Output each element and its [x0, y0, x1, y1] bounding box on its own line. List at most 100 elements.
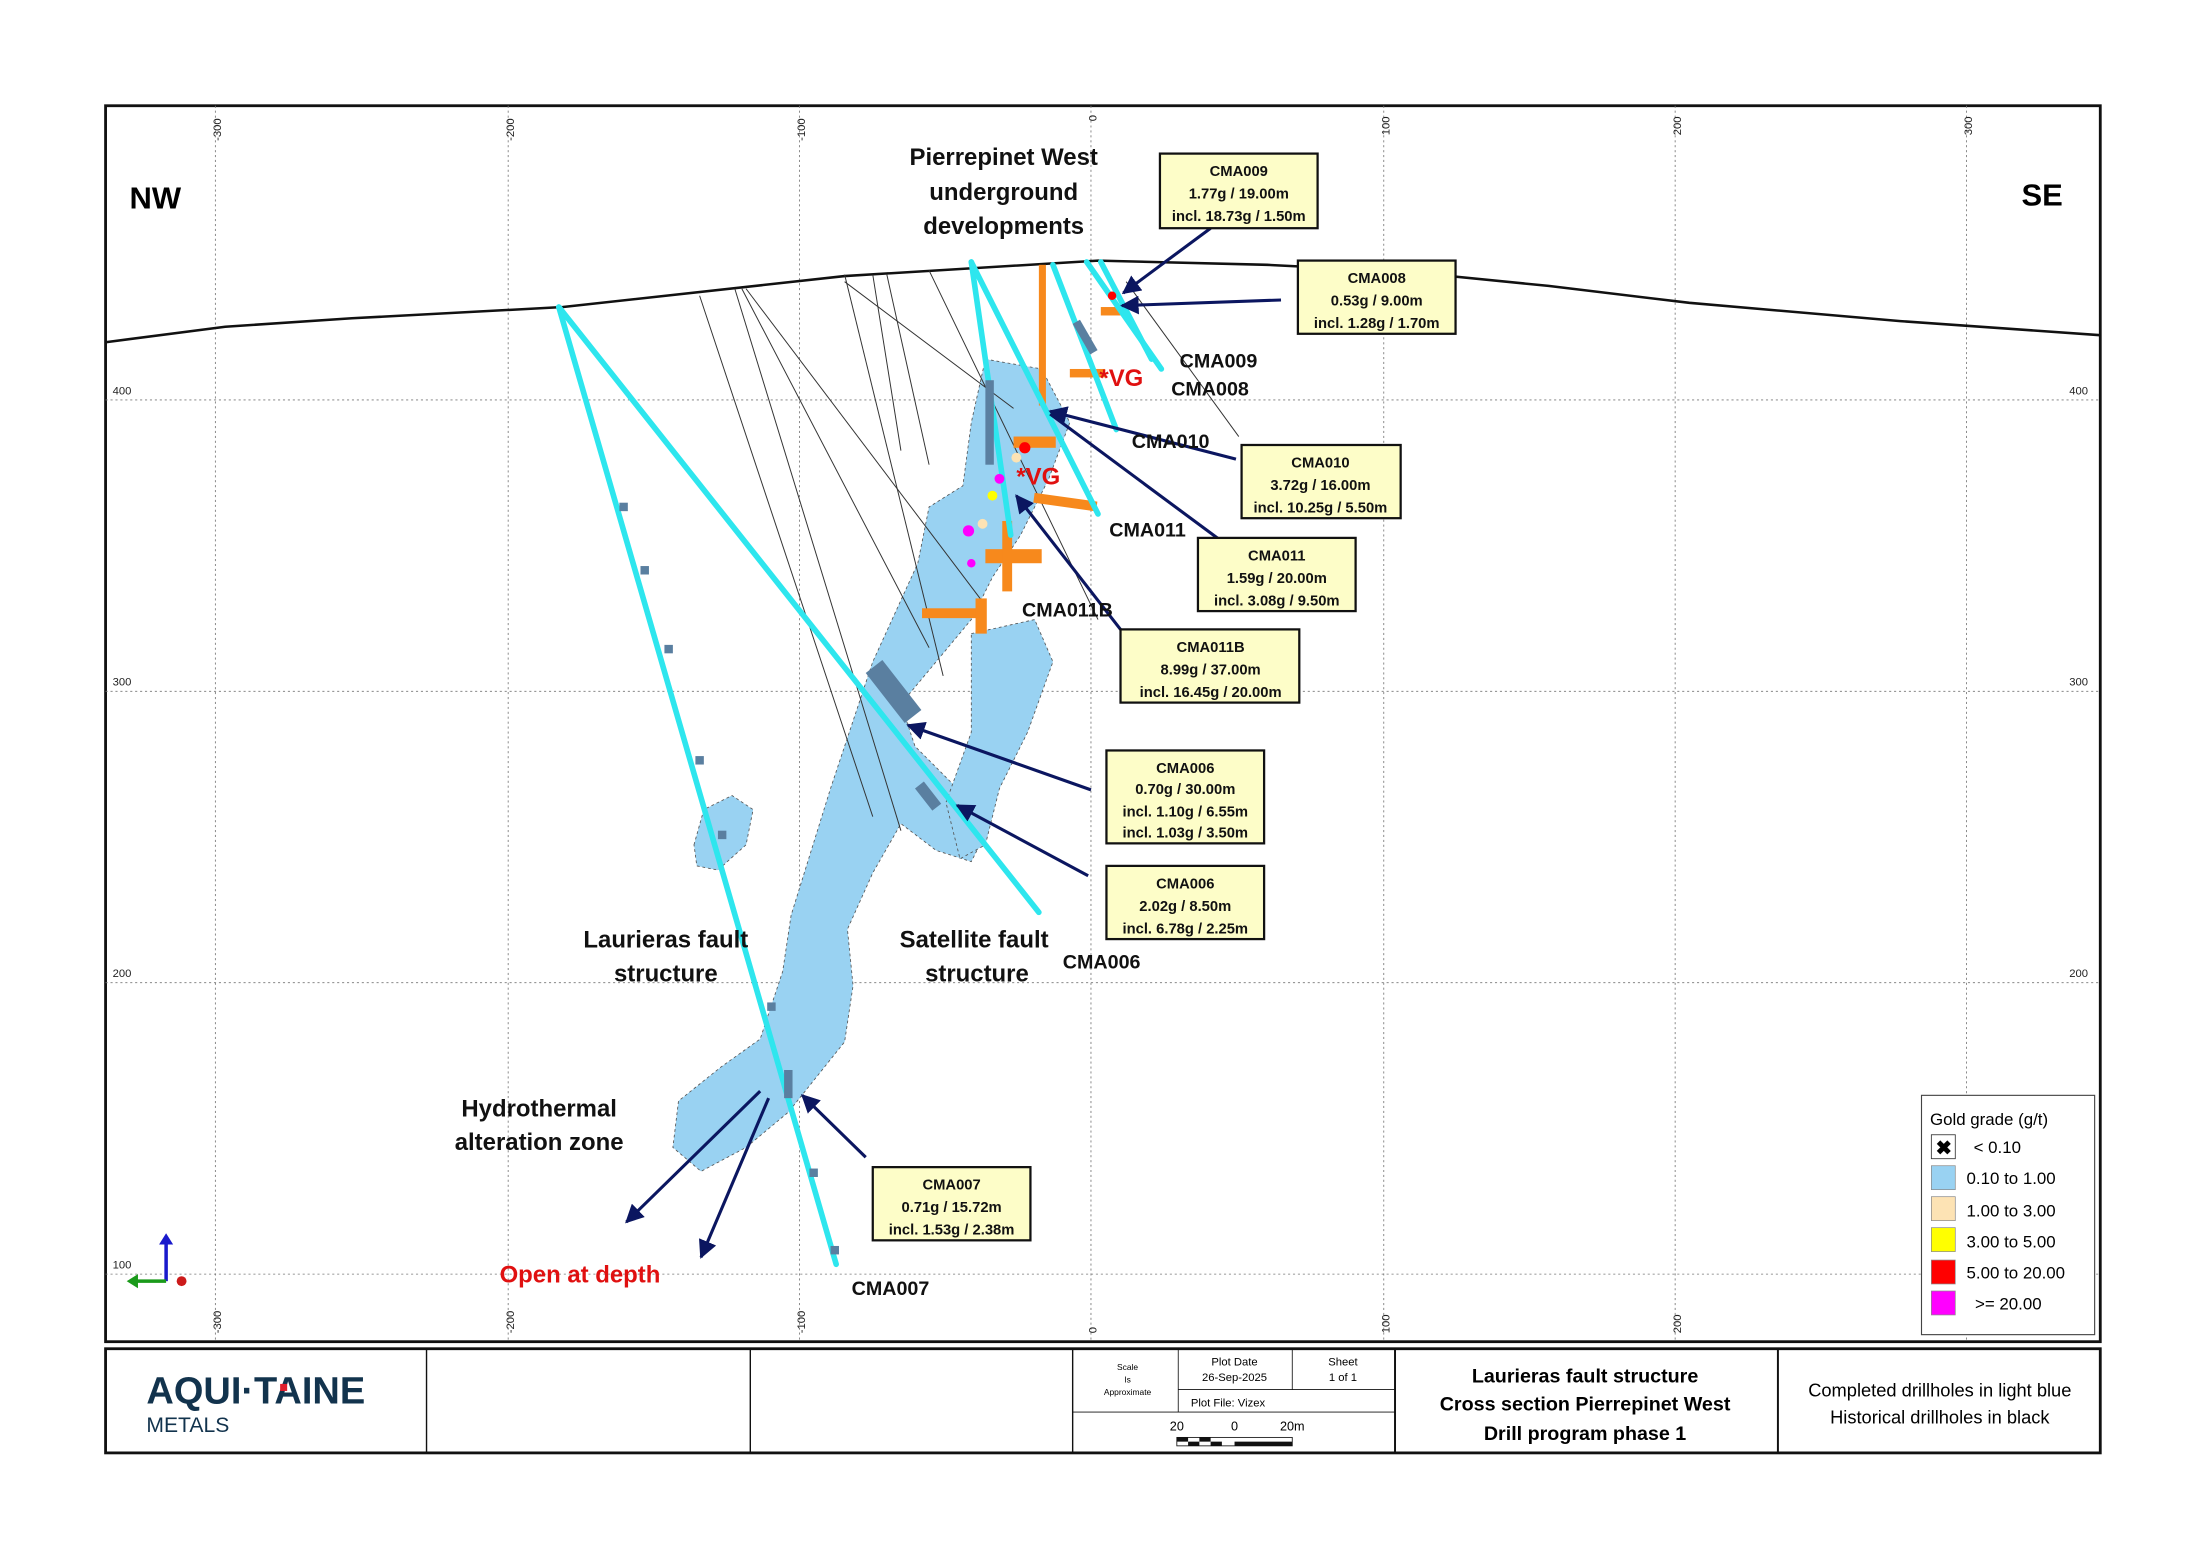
label-text: CMA006 [1156, 876, 1214, 892]
completed-drillholes [556, 259, 1165, 1268]
x-tick: -300 [212, 118, 224, 141]
hole-label-cma006: CMA006 [1063, 952, 1141, 974]
label-text: 1.59g / 20.00m [1227, 571, 1327, 587]
legend: Gold grade (g/t) ✖ < 0.10 0.10 to 1.00 1… [1920, 1094, 2096, 1336]
label-text: 1.00 to 3.00 [1967, 1201, 2056, 1220]
section-title: Cross section Pierrepinet West [1440, 1394, 1731, 1416]
label-text: 0.53g / 9.00m [1331, 294, 1423, 310]
label-text: 0.71g / 15.72m [902, 1200, 1002, 1216]
label-text: 8.99g / 37.00m [1161, 662, 1261, 678]
open-at-depth-label: Open at depth [500, 1262, 661, 1289]
label-text: incl. 18.73g / 1.50m [1172, 209, 1306, 225]
callout-cma006-b: CMA006 2.02g / 8.50m incl. 6.78g / 2.25m [1105, 864, 1266, 941]
label-text: incl. 6.78g / 2.25m [1122, 921, 1248, 937]
label-text: 0.10 to 1.00 [1967, 1169, 2056, 1188]
hole-cma011b [968, 259, 1101, 517]
nw-label: NW [130, 180, 182, 215]
label-text: CMA011 [1248, 548, 1305, 564]
callout-cma008: CMA008 0.53g / 9.00m incl. 1.28g / 1.70m [1296, 259, 1457, 335]
y-tick: 100 [113, 1259, 132, 1271]
x-tick: 0 [1088, 1327, 1100, 1333]
callout-cma006-a: CMA006 0.70g / 30.00m incl. 1.10g / 6.55… [1105, 749, 1266, 845]
label-text: Is [1124, 1375, 1131, 1385]
map-frame [104, 104, 2102, 1344]
callout-cma011b: CMA011B 8.99g / 37.00m incl. 16.45g / 20… [1119, 628, 1301, 704]
x-tick: 200 [1672, 1314, 1684, 1333]
label-text: Scale [1117, 1362, 1138, 1372]
hole-label-cma009: CMA009 [1180, 351, 1258, 373]
legend-item: >= 20.00 [1931, 1290, 2042, 1316]
logo-dot [280, 1383, 288, 1391]
label-text: Sheet [1328, 1357, 1358, 1369]
label-text: 20 [1170, 1419, 1184, 1433]
x-tick: -300 [212, 1311, 224, 1334]
label-text: < 0.10 [1974, 1138, 2021, 1157]
legend-item: 3.00 to 5.00 [1931, 1227, 2056, 1252]
hole-cma010 [1050, 261, 1120, 433]
se-label: SE [2021, 178, 2062, 213]
label-text: CMA008 [1348, 271, 1406, 287]
x-tick: -100 [796, 1311, 808, 1334]
y-tick: 300 [2069, 677, 2088, 689]
x-tick: 100 [1380, 1314, 1392, 1333]
satellite-label: structure [925, 960, 1029, 987]
legend-item: 0.10 to 1.00 [1931, 1165, 2056, 1191]
label-text: incl. 3.08g / 9.50m [1214, 593, 1340, 609]
label-text: METALS [146, 1414, 229, 1437]
hole-label-cma007: CMA007 [852, 1278, 930, 1300]
callout-cma009: CMA009 1.77g / 19.00m incl. 18.73g / 1.5… [1158, 152, 1319, 230]
topography-line [105, 259, 2101, 344]
label-text: 1 of 1 [1329, 1372, 1357, 1384]
laurieras-label: structure [614, 960, 718, 987]
label-text: CMA006 [1156, 761, 1214, 777]
hydrothermal-label: alteration zone [455, 1129, 624, 1156]
legend-item: ✖ < 0.10 [1930, 1134, 2021, 1159]
label-text: 5.00 to 20.00 [1967, 1263, 2066, 1282]
laurieras-label: Laurieras fault [583, 927, 748, 954]
section-title: Drill program phase 1 [1484, 1423, 1686, 1445]
company-logo: AQUI·TAINE METALS [146, 1371, 365, 1437]
title-block: AQUI·TAINE METALS Scale Is Approximate P… [104, 1347, 2102, 1455]
hole-label-cma011: CMA011 [1109, 519, 1186, 541]
callout-cma011: CMA011 1.59g / 20.00m incl. 3.08g / 9.50… [1196, 536, 1357, 613]
label-text: 3.00 to 5.00 [1967, 1232, 2056, 1251]
label-text: incl. 1.03g / 3.50m [1122, 826, 1248, 842]
x-axis-top: -300 -200 -100 0 100 200 300 [212, 115, 1975, 141]
label-text: 0 [1231, 1419, 1238, 1433]
label-text: AQUI·TAINE [146, 1371, 365, 1413]
label-text: 3.72g / 16.00m [1270, 478, 1370, 494]
notes: Historical drillholes in black [1830, 1406, 2050, 1427]
y-tick: 200 [113, 968, 132, 980]
label-text: 0.70g / 30.00m [1135, 782, 1235, 798]
y-tick: 200 [2069, 968, 2088, 980]
underground-label: underground [929, 179, 1078, 206]
legend-item: 5.00 to 20.00 [1931, 1259, 2066, 1285]
x-tick: 200 [1672, 117, 1684, 136]
underground-label: developments [923, 213, 1084, 240]
label-text: incl. 1.28g / 1.70m [1314, 316, 1440, 332]
vg-label: *VG [1016, 463, 1060, 490]
underground-label: Pierrepinet West [910, 144, 1098, 171]
label-text: CMA007 [922, 1178, 980, 1194]
axes-orientation-icon [126, 1233, 187, 1289]
satellite-label: Satellite fault [900, 927, 1049, 954]
x-tick: -200 [505, 1311, 517, 1334]
label-text: 20m [1280, 1419, 1305, 1433]
label-text: incl. 10.25g / 5.50m [1254, 501, 1388, 517]
x-axis-bottom: -300 -200 -100 0 100 200 [212, 1311, 1684, 1334]
y-tick: 400 [2069, 385, 2088, 397]
legend-item: 1.00 to 3.00 [1931, 1196, 2056, 1221]
label-text: CMA011B [1177, 640, 1245, 656]
notes: Completed drillholes in light blue [1808, 1380, 2071, 1401]
x-tick: 300 [1963, 117, 1975, 136]
x-tick: 0 [1088, 115, 1100, 121]
label-text: >= 20.00 [1975, 1294, 2042, 1313]
callout-cma010: CMA010 3.72g / 16.00m incl. 10.25g / 5.5… [1240, 443, 1402, 520]
vg-label: *VG [1099, 365, 1143, 392]
x-tick: 100 [1380, 117, 1392, 136]
section-title: Laurieras fault structure [1472, 1366, 1699, 1388]
legend-title: Gold grade (g/t) [1930, 1110, 2048, 1129]
hydrothermal-label: Hydrothermal [461, 1095, 617, 1122]
label-text: incl. 16.45g / 20.00m [1140, 685, 1282, 701]
x-icon: ✖ [1936, 1137, 1953, 1159]
